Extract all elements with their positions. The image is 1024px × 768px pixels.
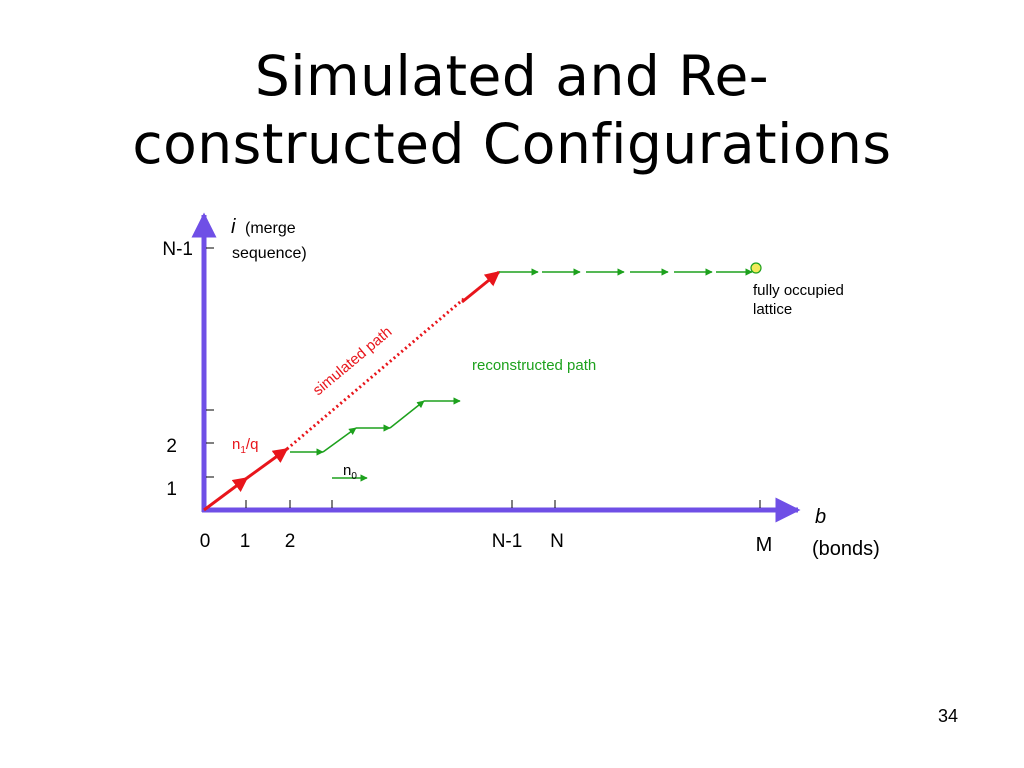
fully-occupied-label-2: lattice [753, 301, 792, 318]
x-axis-label: (bonds) [812, 538, 880, 560]
reconstructed-path-label: reconstructed path [472, 357, 596, 374]
y-tick-label-one: 1 [166, 479, 177, 500]
x-axis-ticks [245, 500, 761, 508]
slide-title: Simulated and Re- constructed Configurat… [0, 42, 1024, 178]
x-tick-label-zero: 0 [200, 531, 211, 552]
y-axis-label-1: (merge [245, 220, 296, 237]
slide-title-line-2: constructed Configurations [132, 112, 892, 176]
y-axis-ticks [206, 247, 214, 478]
y-tick-label-two: 2 [166, 436, 177, 457]
x-tick-label-one: 1 [240, 531, 251, 552]
n1-q-label: n1/q [232, 436, 258, 456]
simulated-segment-1 [203, 476, 249, 512]
n1-q-label-base: n [232, 436, 240, 453]
fully-occupied-endpoint [750, 262, 762, 274]
recon-arrow [389, 400, 425, 429]
y-axis-label-2: sequence) [232, 245, 307, 262]
y-axis-variable: i [231, 216, 236, 238]
n1-q-label-suffix: /q [246, 436, 259, 453]
x-tick-label-n-minus-1: N-1 [492, 531, 523, 552]
simulated-segment-2 [246, 447, 289, 480]
x-axis-variable: b [815, 506, 826, 528]
slide-title-line-1: Simulated and Re- [254, 44, 770, 108]
simulated-segment-3 [461, 270, 501, 304]
x-tick-label-two: 2 [285, 531, 296, 552]
simulated-path-label: simulated path [310, 323, 396, 399]
simulated-dotted-segment [286, 295, 467, 451]
recon-arrow [322, 427, 357, 453]
slide-number: 34 [937, 706, 958, 726]
n0-label-sub: 0 [351, 471, 357, 482]
x-tick-label-m: M [756, 534, 773, 556]
n1-q-label-sub: 1 [240, 445, 246, 456]
y-tick-label-n-minus-1: N-1 [162, 239, 193, 260]
x-tick-label-n: N [550, 531, 564, 552]
n0-label: n0 [343, 462, 357, 482]
n0-label-base: n [343, 462, 351, 479]
simulated-path [203, 270, 501, 512]
fully-occupied-label-1: fully occupied [753, 282, 844, 299]
reconstructed-path [290, 268, 753, 482]
